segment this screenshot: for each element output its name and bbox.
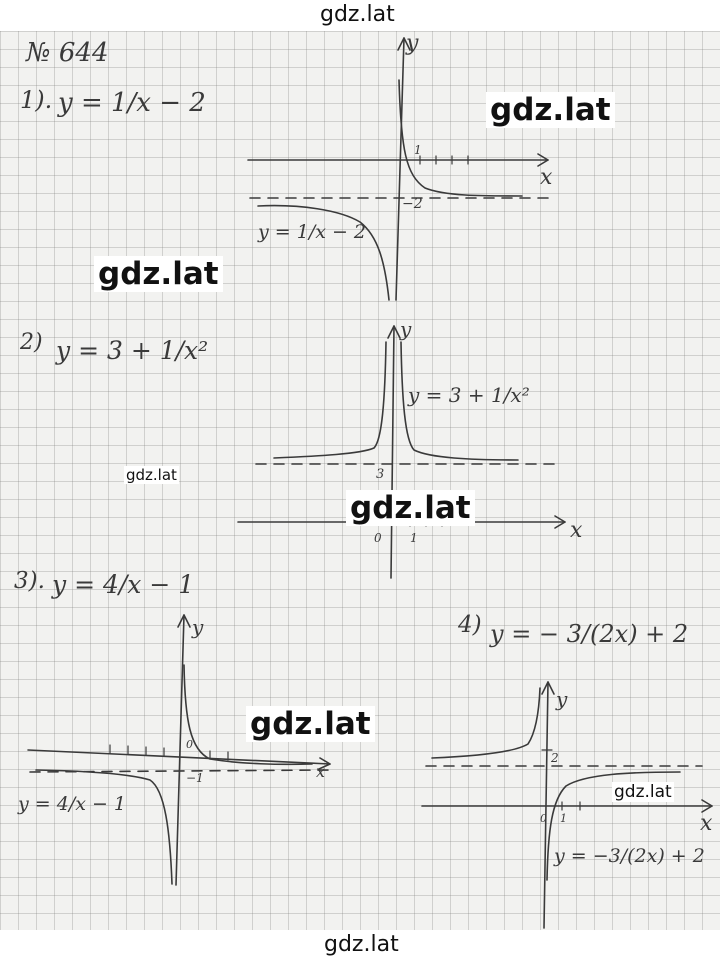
part3-label: 3). xyxy=(14,568,45,594)
graph4-left-branch xyxy=(431,687,541,759)
graph1-left-branch xyxy=(257,204,390,301)
graph1-y-arrow xyxy=(397,37,411,51)
graph4-ticks xyxy=(541,749,581,811)
graph3-asymptote-label: −1 xyxy=(186,771,204,785)
graph2-origin-label: 0 xyxy=(374,531,382,545)
graph3-y-label: y xyxy=(191,615,204,639)
graph2-tick-label: 1 xyxy=(410,531,418,545)
watermark-overlay-5: gdz.lat xyxy=(246,706,375,742)
watermark-bottom: gdz.lat xyxy=(324,932,399,957)
part4-formula: y = − 3/(2x) + 2 xyxy=(490,620,689,648)
graph3-ticks xyxy=(109,744,229,761)
graph2-curve-label: y = 3 + 1/x² xyxy=(407,383,530,407)
watermark-top: gdz.lat xyxy=(320,2,395,27)
graph2-asymptote-label: 3 xyxy=(376,467,384,482)
graph4-right-branch xyxy=(546,771,681,881)
graph4-tick-label: 1 xyxy=(560,812,567,825)
graph-2 xyxy=(237,325,566,579)
graph3-origin-label: 0 xyxy=(186,738,193,751)
graph1-curve-label: y = 1/x − 2 xyxy=(257,221,366,243)
watermark-overlay-4: gdz.lat xyxy=(346,490,475,526)
graph2-y-label: y xyxy=(399,317,412,341)
graph1-asymptote-label: −2 xyxy=(402,196,423,212)
watermark-overlay-1: gdz.lat xyxy=(486,92,615,128)
part1-formula: y = 1/x − 2 xyxy=(58,88,206,118)
graph4-y-arrow xyxy=(541,681,555,695)
graph-3 xyxy=(27,614,331,886)
graph2-left-branch xyxy=(273,341,387,459)
graph3-x-label: x xyxy=(316,762,325,781)
graph1-y-axis xyxy=(395,37,405,301)
graph3-y-axis xyxy=(175,614,185,886)
graph4-y-label: y xyxy=(555,687,568,711)
graph4-x-label: x xyxy=(700,811,713,836)
graph1-right-branch xyxy=(398,79,523,197)
graph2-right-branch xyxy=(400,341,519,461)
graph3-curve-label: y = 4/x − 1 xyxy=(17,793,126,815)
watermark-overlay-2: gdz.lat xyxy=(94,256,223,292)
watermark-overlay-3: gdz.lat xyxy=(124,466,179,484)
graph-1 xyxy=(247,37,551,301)
graph2-y-arrow xyxy=(387,325,401,339)
graph3-x-arrow xyxy=(318,757,331,770)
graph1-y-label: y xyxy=(405,31,419,56)
graph4-x-arrow xyxy=(701,799,713,813)
watermark-overlay-6: gdz.lat xyxy=(612,782,674,802)
part2-formula: y = 3 + 1/x² xyxy=(56,336,209,365)
graph3-asymptote xyxy=(29,769,331,773)
graph4-curve-label: y = −3/(2x) + 2 xyxy=(553,845,705,867)
graph1-x-arrow xyxy=(537,153,549,167)
graph1-tick-label: 1 xyxy=(414,143,422,157)
graph-paper-sheet xyxy=(0,31,720,930)
graph4-y-axis xyxy=(543,681,549,929)
graph2-y-axis xyxy=(390,325,395,579)
graph2-x-arrow xyxy=(554,515,566,529)
graph3-left-branch xyxy=(35,769,173,885)
part1-label: 1). xyxy=(20,86,53,114)
graph4-asymptote-label: 2 xyxy=(550,751,559,765)
part4-label: 4) xyxy=(458,612,482,638)
graph1-x-label: x xyxy=(540,165,553,190)
part2-label: 2) xyxy=(20,330,43,355)
part3-formula: y = 4/x − 1 xyxy=(52,570,195,599)
graph1-ticks xyxy=(419,155,469,165)
problem-number: № 644 xyxy=(26,38,109,68)
graph4-origin-label: 0 xyxy=(540,812,547,825)
graph3-y-arrow xyxy=(177,614,191,628)
graph2-x-label: x xyxy=(570,518,583,543)
graph-4 xyxy=(421,681,713,929)
